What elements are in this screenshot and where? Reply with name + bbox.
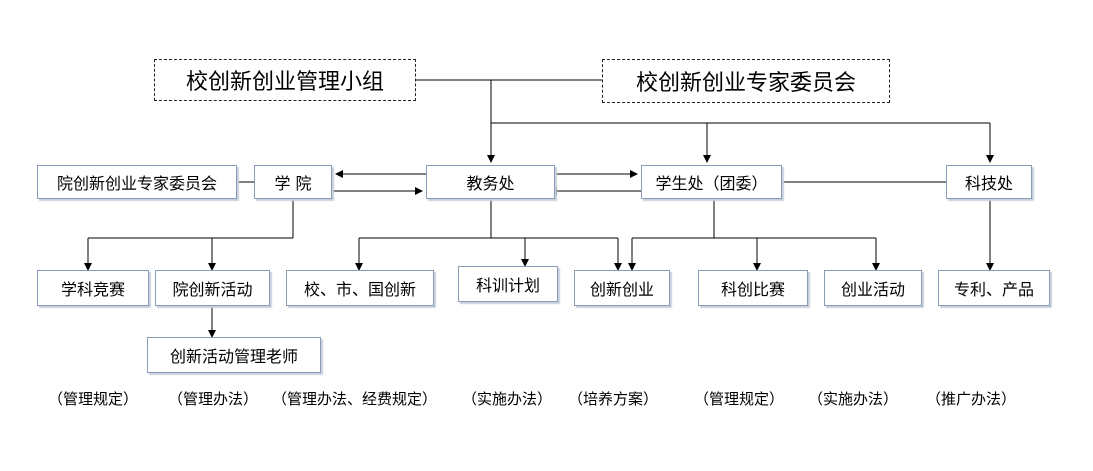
label-research-training: 科训计划 [475,276,540,295]
note-patent-product: （推广办法） [926,390,1017,408]
label-expert-committee: 校创新创业专家委员会 [635,71,856,96]
label-college-committee: 院创新创业专家委员会 [56,174,217,193]
box-innovation-entrepreneurship: 创新创业 [574,270,670,306]
box-patent-product: 专利、产品 [938,270,1050,306]
note-subject-competition: （管理规定） [48,390,139,408]
box-leadership-group: 校创新创业管理小组 [154,59,416,101]
box-research-training: 科训计划 [458,266,558,302]
box-entrepreneurship-activity: 创业活动 [824,270,922,306]
box-college: 学 院 [254,165,332,199]
label-patent-product: 专利、产品 [953,280,1034,299]
box-sci-innovation-contest: 科创比赛 [698,270,808,306]
label-subject-competition: 学科竞赛 [60,280,125,299]
label-leadership-group: 校创新创业管理小组 [185,70,384,95]
label-college-activity: 院创新活动 [172,280,253,299]
note-innovation-entrepreneurship: （培养方案） [568,390,659,408]
note-sci-innovation-contest: （管理规定） [694,390,785,408]
box-college-activity: 院创新活动 [155,270,270,306]
note-entrepreneurship-activity: （实施办法） [808,390,899,408]
box-activity-teacher: 创新活动管理老师 [147,337,321,373]
box-academic-affairs: 教务处 [426,165,555,199]
label-sci-innovation-contest: 科创比赛 [720,280,785,299]
label-student-affairs: 学生处（团委） [655,174,768,193]
box-college-committee: 院创新创业专家委员会 [37,165,237,199]
label-science-tech: 科技处 [964,174,1013,193]
box-expert-committee: 校创新创业专家委员会 [602,59,890,103]
label-innovation-levels: 校、市、国创新 [303,280,416,299]
label-activity-teacher: 创新活动管理老师 [169,347,298,366]
note-research-training: （实施办法） [462,390,553,408]
label-entrepreneurship-activity: 创业活动 [840,280,905,299]
note-college-activity: （管理办法） [168,390,259,408]
note-innovation-levels: （管理办法、经费规定） [272,390,438,408]
box-student-affairs: 学生处（团委） [641,165,782,199]
label-college: 学 院 [274,174,312,193]
box-science-tech: 科技处 [946,165,1032,199]
box-innovation-levels: 校、市、国创新 [286,270,434,306]
label-innovation-entrepreneurship: 创新创业 [589,280,654,299]
box-subject-competition: 学科竞赛 [37,270,149,306]
label-academic-affairs: 教务处 [466,174,515,193]
